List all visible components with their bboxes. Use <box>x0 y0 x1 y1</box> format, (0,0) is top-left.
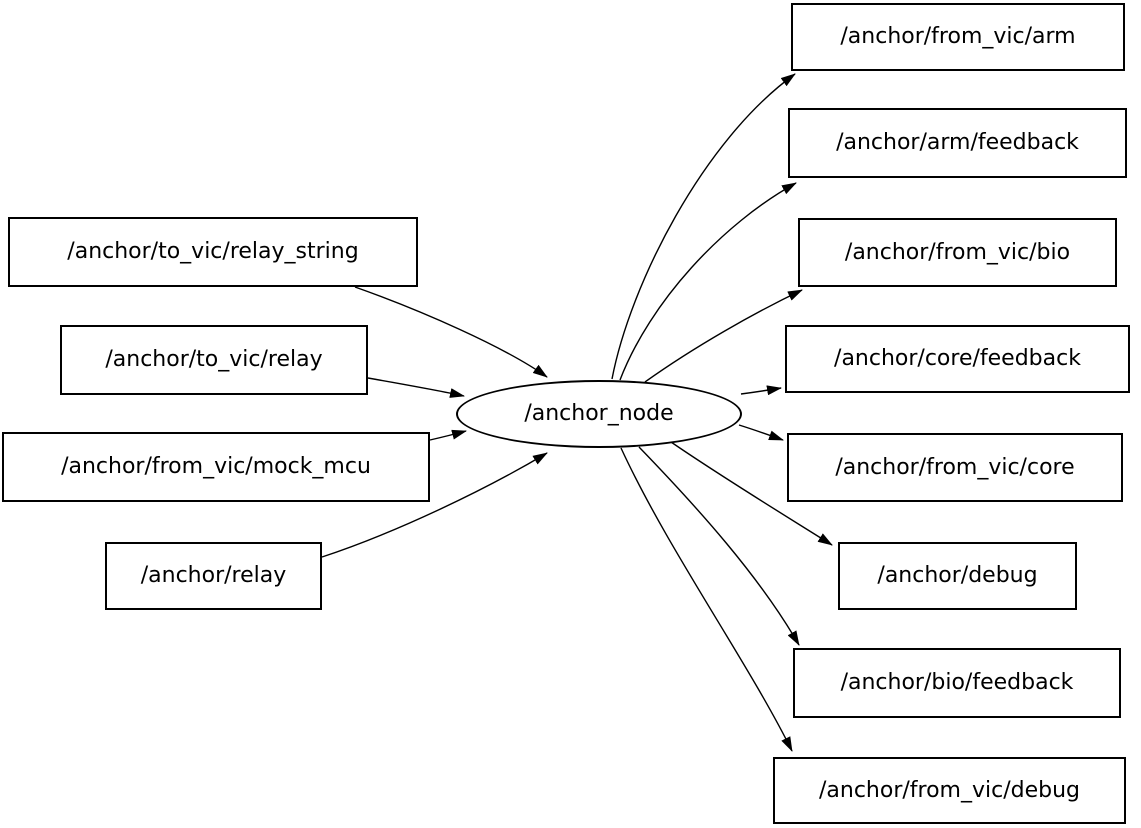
edge-anchor-node-to-core-feedback <box>740 385 782 396</box>
topic-label: /anchor/from_vic/core <box>835 454 1075 480</box>
topic-label: /anchor/bio/feedback <box>840 670 1074 695</box>
topic-box-anchor-relay: /anchor/relay <box>105 542 322 610</box>
topic-label: /anchor/from_vic/mock_mcu <box>61 454 371 479</box>
edge-anchor-node-to-arm-feedback <box>619 182 797 381</box>
topic-label: /anchor/core/feedback <box>834 346 1081 371</box>
edge-anchor-relay-to-anchor-node <box>321 452 548 558</box>
edge-anchor-node-to-from-vic-debug <box>620 447 793 752</box>
topic-label: /anchor/to_vic/relay_string <box>67 239 359 264</box>
topic-box-arm-feedback: /anchor/arm/feedback <box>788 108 1127 178</box>
topic-box-anchor-debug: /anchor/debug <box>838 542 1077 610</box>
edge-anchor-node-to-from-vic-arm <box>611 73 796 380</box>
edge-anchor-node-to-bio-feedback <box>638 446 800 646</box>
edge-anchor-node-to-from-vic-bio <box>644 289 803 383</box>
node-label: /anchor_node <box>524 401 674 426</box>
edge-to-vic-relay-string-to-anchor-node <box>354 286 548 378</box>
topic-box-from-vic-arm: /anchor/from_vic/arm <box>791 3 1125 71</box>
edge-to-vic-relay-to-anchor-node <box>367 377 465 398</box>
topic-label: /anchor/from_vic/debug <box>818 777 1080 803</box>
topic-label: /anchor/from_vic/bio <box>844 239 1071 265</box>
topic-label: /anchor/relay <box>140 563 287 588</box>
topic-box-from-vic-debug: /anchor/from_vic/debug <box>773 757 1126 824</box>
topic-box-to-vic-relay-string: /anchor/to_vic/relay_string <box>8 217 418 287</box>
topic-box-to-vic-relay: /anchor/to_vic/relay <box>60 325 368 395</box>
topic-box-core-feedback: /anchor/core/feedback <box>785 325 1130 393</box>
topic-label: /anchor/debug <box>877 563 1038 588</box>
edge-from-vic-mock-mcu-to-anchor-node <box>429 429 467 441</box>
node-ellipse-anchor-node: /anchor_node <box>456 380 742 448</box>
topic-box-from-vic-bio: /anchor/from_vic/bio <box>798 218 1117 287</box>
topic-box-from-vic-mock-mcu: /anchor/from_vic/mock_mcu <box>2 432 430 502</box>
edge-anchor-node-to-from-vic-core <box>738 424 784 441</box>
topic-label: /anchor/from_vic/arm <box>840 24 1076 49</box>
topic-label: /anchor/to_vic/relay <box>105 347 323 372</box>
topic-box-bio-feedback: /anchor/bio/feedback <box>793 648 1121 718</box>
edge-anchor-node-to-anchor-debug <box>670 441 833 546</box>
topic-box-from-vic-core: /anchor/from_vic/core <box>787 433 1123 502</box>
topic-label: /anchor/arm/feedback <box>836 130 1079 155</box>
